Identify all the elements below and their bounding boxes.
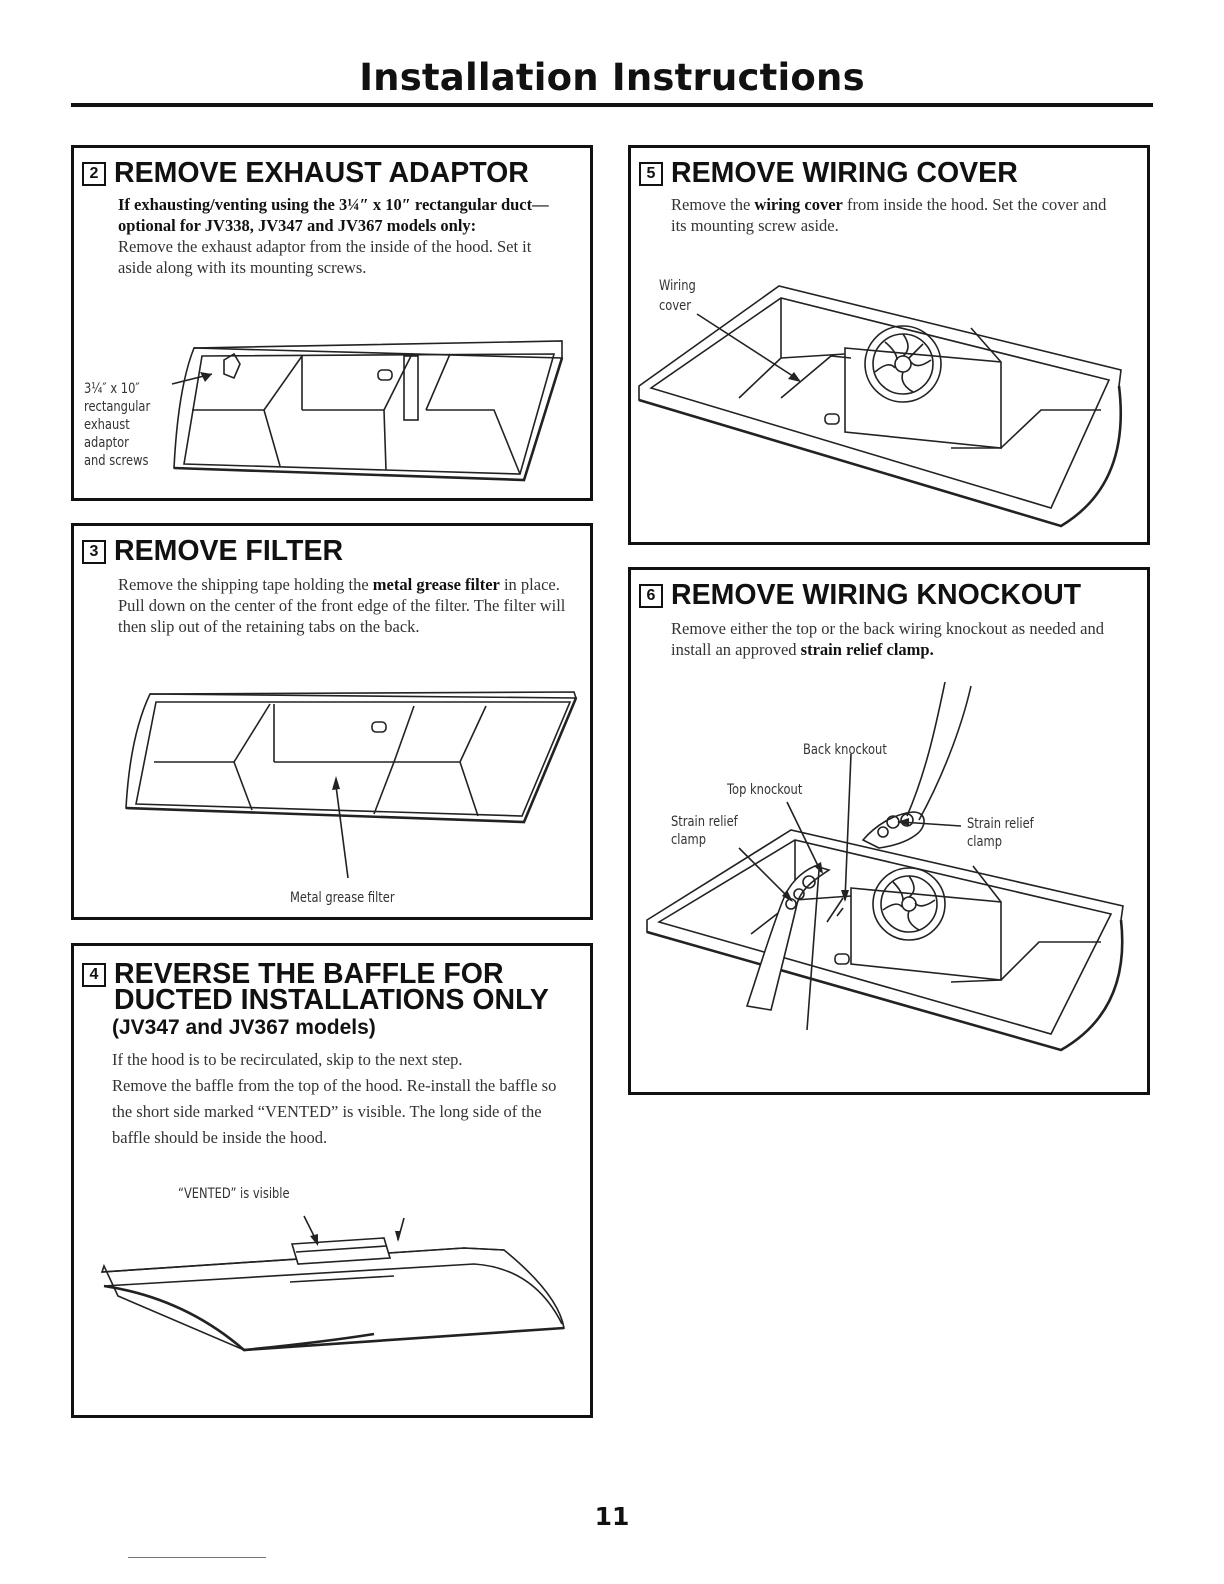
step-5-text-2: from inside the hood. Set the cover and … (671, 195, 1107, 235)
step-3-text-2: in place. Pull down on the center of the… (118, 575, 566, 636)
step-4-text-2: Remove the baffle from the top of the ho… (112, 1076, 557, 1147)
link-underline (128, 1557, 266, 1558)
step-6-text-1: Remove either the top or the back wiring… (671, 619, 1104, 659)
step-2-label-screws: and screws (84, 453, 149, 469)
step-6-number: 6 (639, 584, 663, 608)
step-3-panel: 3 REMOVE FILTER Remove the shipping tape… (71, 523, 593, 920)
step-4-body: If the hood is to be recirculated, skip … (112, 1047, 574, 1151)
step-5-label-cover: cover (659, 298, 691, 314)
step-3-title: REMOVE FILTER (114, 535, 344, 567)
step-6-title: REMOVE WIRING KNOCKOUT (671, 579, 1082, 611)
step-2-heading: 2 REMOVE EXHAUST ADAPTOR (82, 157, 529, 189)
step-3-text-1: Remove the shipping tape holding the (118, 575, 373, 594)
step-4-label-vented: “VENTED” is visible (178, 1186, 290, 1202)
step-2-label-exhaust: exhaust (84, 417, 130, 433)
step-3-text-bold: metal grease filter (372, 575, 500, 594)
step-4-title-line-1: REVERSE THE BAFFLE FOR (114, 958, 504, 990)
step-5-panel: 5 REMOVE WIRING COVER Remove the wiring … (628, 145, 1150, 545)
filter-illustration (125, 691, 578, 879)
step-3-number: 3 (82, 540, 106, 564)
step-4-title: REVERSE THE BAFFLE FOR DUCTED INSTALLATI… (114, 958, 549, 1016)
step-4-text-1: If the hood is to be recirculated, skip … (112, 1050, 463, 1069)
step-2-number: 2 (82, 162, 106, 186)
step-6-heading: 6 REMOVE WIRING KNOCKOUT (639, 579, 1082, 611)
step-2-label-adaptor: adaptor (84, 435, 129, 451)
step-6-label-strain-left-1: Strain relief (671, 814, 738, 830)
step-4-panel: 4 REVERSE THE BAFFLE FOR DUCTED INSTALLA… (71, 943, 593, 1418)
step-5-text-bold: wiring cover (754, 195, 843, 214)
step-2-label-rectangular: rectangular (84, 399, 151, 415)
step-2-body: If exhausting/venting using the 3¼″ x 10… (118, 194, 568, 278)
step-2-intro: If exhausting/venting using the 3¼″ x 10… (118, 195, 549, 235)
step-5-text-1: Remove the (671, 195, 755, 214)
wiring-cover-illustration (638, 285, 1123, 528)
step-3-body: Remove the shipping tape holding the met… (118, 574, 568, 637)
step-2-panel: 2 REMOVE EXHAUST ADAPTOR If exhausting/v… (71, 145, 593, 501)
step-6-label-strain-right-1: Strain relief (967, 816, 1034, 832)
wiring-knockout-illustration (646, 681, 1124, 1052)
step-5-label-wiring: Wiring (659, 278, 696, 294)
page-number: 11 (594, 1502, 630, 1531)
page-title: Installation Instructions (359, 56, 865, 99)
title-rule (71, 103, 1153, 107)
step-6-text-bold: strain relief clamp. (800, 640, 934, 659)
step-4-heading: 4 REVERSE THE BAFFLE FOR DUCTED INSTALLA… (82, 958, 549, 1016)
step-5-title: REMOVE WIRING COVER (671, 157, 1018, 189)
step-6-label-strain-left-2: clamp (671, 832, 707, 848)
step-2-title: REMOVE EXHAUST ADAPTOR (114, 157, 529, 189)
hood-underside-illustration (171, 340, 564, 482)
step-2-text: Remove the exhaust adaptor from the insi… (118, 237, 532, 277)
step-6-body: Remove either the top or the back wiring… (671, 618, 1137, 660)
step-6-label-back-knockout: Back knockout (803, 742, 887, 758)
step-2-label-size: 3¼″ x 10″ (84, 381, 140, 397)
step-5-body: Remove the wiring cover from inside the … (671, 194, 1111, 236)
step-4-title-line-2: DUCTED INSTALLATIONS ONLY (114, 984, 549, 1016)
step-6-panel: 6 REMOVE WIRING KNOCKOUT Remove either t… (628, 567, 1150, 1095)
step-6-label-top-knockout: Top knockout (727, 782, 803, 798)
step-4-subheading: (JV347 and JV367 models) (112, 1016, 376, 1039)
step-5-number: 5 (639, 162, 663, 186)
step-4-number: 4 (82, 963, 106, 987)
step-6-label-strain-right-2: clamp (967, 834, 1003, 850)
step-3-heading: 3 REMOVE FILTER (82, 535, 344, 567)
hood-top-illustration (100, 1215, 565, 1352)
step-3-label-filter: Metal grease filter (290, 890, 395, 906)
step-5-heading: 5 REMOVE WIRING COVER (639, 157, 1018, 189)
